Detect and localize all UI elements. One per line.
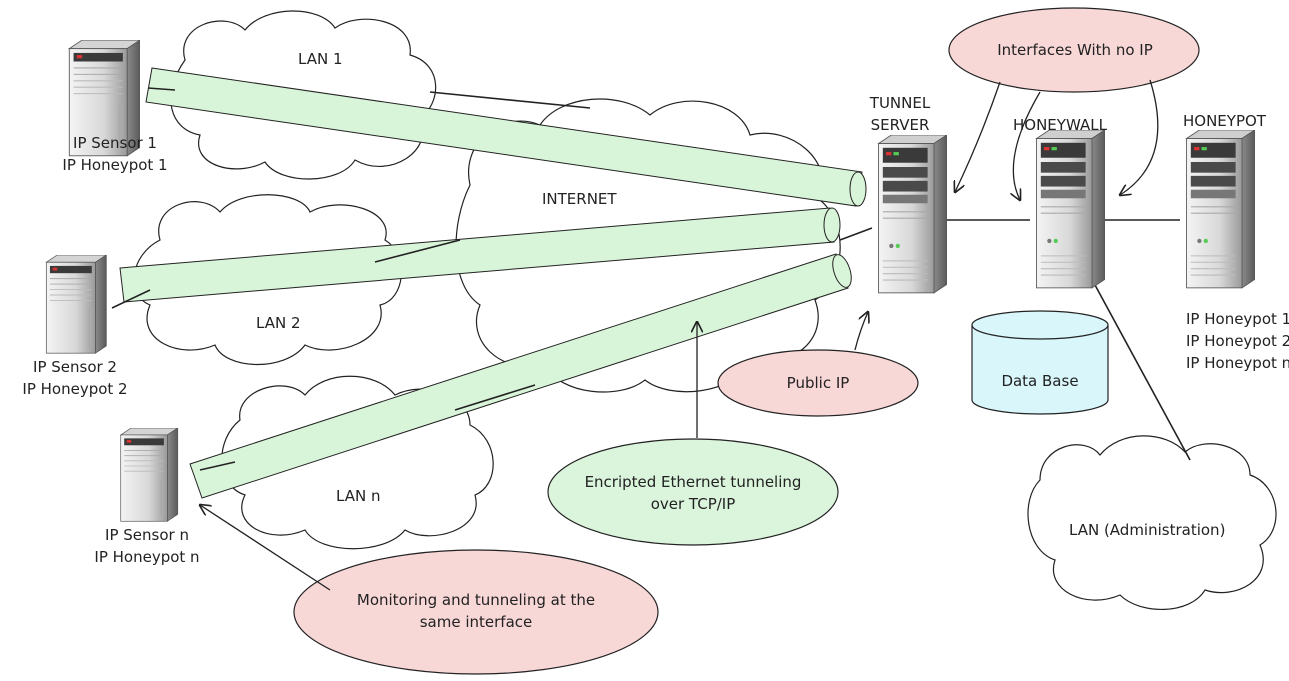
lan1-label: LAN 1: [298, 50, 343, 68]
sensor-n-server-icon: [120, 428, 179, 522]
callout-interfaces-no-ip: [948, 7, 1200, 93]
callout-monitoring: [293, 549, 659, 675]
database-label: Data Base: [1001, 372, 1079, 390]
public-ip-text: Public IP: [786, 374, 850, 392]
tunnel-server-icon: [878, 135, 947, 294]
lan2-label: LAN 2: [256, 314, 301, 332]
sensor-2-server-icon: [45, 255, 107, 354]
honeypot-label: HONEYPOT: [1183, 112, 1266, 130]
honeywall-server-icon: [1036, 130, 1105, 289]
cloud-lan-admin: [1027, 435, 1277, 611]
lann-label: LAN n: [336, 487, 381, 505]
honeypot-server-icon: [1186, 130, 1255, 289]
interfaces-no-ip-text: Interfaces With no IP: [997, 41, 1153, 59]
callout-public-ip: [717, 349, 919, 417]
lan-admin-label: LAN (Administration): [1069, 521, 1226, 539]
callout-encrypted: [547, 438, 839, 546]
database-icon: [971, 310, 1109, 415]
honeywall-label: HONEYWALL: [1013, 116, 1107, 134]
internet-label: INTERNET: [542, 190, 617, 208]
tunnel-n: [189, 253, 849, 499]
